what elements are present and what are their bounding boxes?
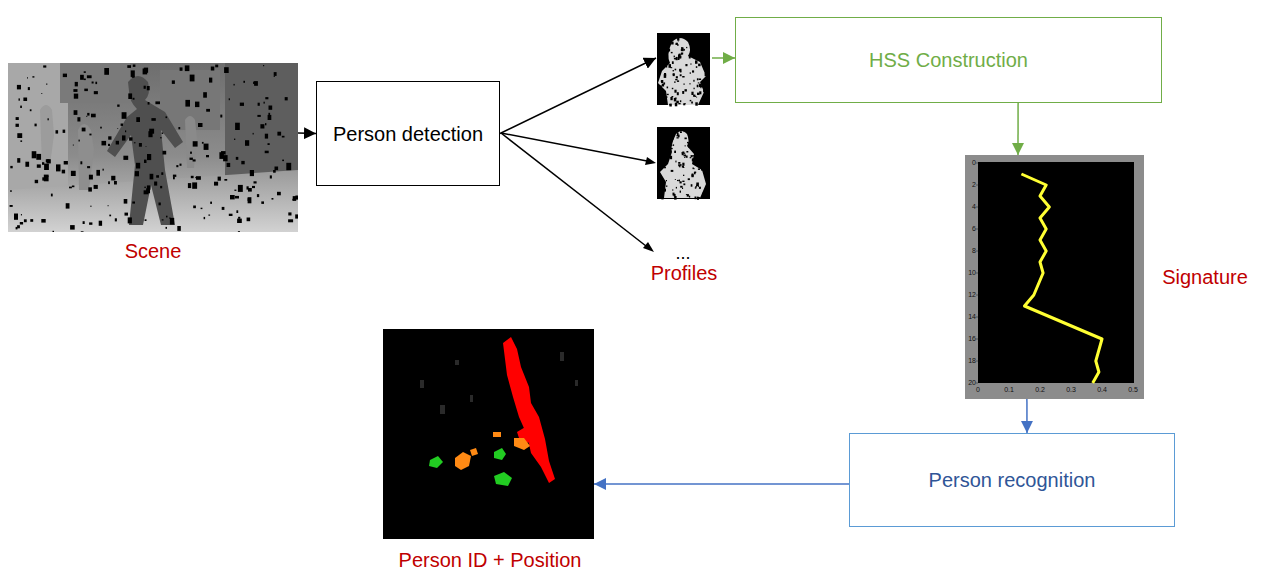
- axis-tick: 0.4: [1097, 386, 1107, 394]
- axis-tick: 16: [968, 335, 976, 343]
- split-arrowheads: [643, 157, 656, 252]
- caption-label: Scene: [125, 239, 182, 263]
- depth-scene: [8, 63, 298, 232]
- flow-arrow: [1017, 103, 1019, 155]
- process-box: Person recognition: [849, 433, 1175, 527]
- process-box: Person detection: [316, 81, 500, 186]
- split-arrows: [501, 133, 647, 246]
- axis-tick: 18: [968, 357, 976, 365]
- profile-image: [657, 33, 710, 107]
- axis-tick: 10: [968, 269, 976, 277]
- axis-tick: 14: [968, 313, 976, 321]
- depth-image: Scene: [8, 63, 298, 232]
- axis-tick: 8: [972, 247, 976, 255]
- axis-tick: 0.1: [1004, 386, 1014, 394]
- process-box: HSS Construction: [735, 17, 1162, 103]
- axis-tick: 20: [968, 379, 976, 387]
- ellipsis: ...: [675, 243, 690, 264]
- flow-arrow: [500, 58, 656, 134]
- axis-tick: 4: [972, 203, 976, 211]
- caption-label: Person ID + Position: [399, 548, 582, 572]
- axis-tick: 12: [968, 291, 976, 299]
- position-image: Person ID + Position: [383, 329, 594, 539]
- caption-label: Profiles: [651, 261, 718, 285]
- axis-tick: 0: [976, 386, 980, 394]
- caption-label: Signature: [1162, 265, 1248, 289]
- box-label: Person detection: [333, 122, 483, 146]
- signature-plot: Signature: [965, 155, 1144, 399]
- signature-chart: [965, 155, 1144, 399]
- flow-arrow: [298, 132, 316, 134]
- axis-tick: 0.2: [1035, 386, 1045, 394]
- axis-tick: 2: [972, 181, 976, 189]
- flow-arrow: [712, 57, 735, 59]
- axis-tick: 0.5: [1128, 386, 1138, 394]
- axis-tick: 6: [972, 225, 976, 233]
- axis-tick: 0: [972, 159, 976, 167]
- flow-arrow: [1026, 399, 1028, 433]
- profile-image: [657, 127, 710, 200]
- axis-tick: 0.3: [1066, 386, 1076, 394]
- flow-arrow: [594, 483, 849, 485]
- box-label: HSS Construction: [869, 48, 1028, 72]
- box-label: Person recognition: [929, 468, 1096, 492]
- position-map: [383, 329, 594, 539]
